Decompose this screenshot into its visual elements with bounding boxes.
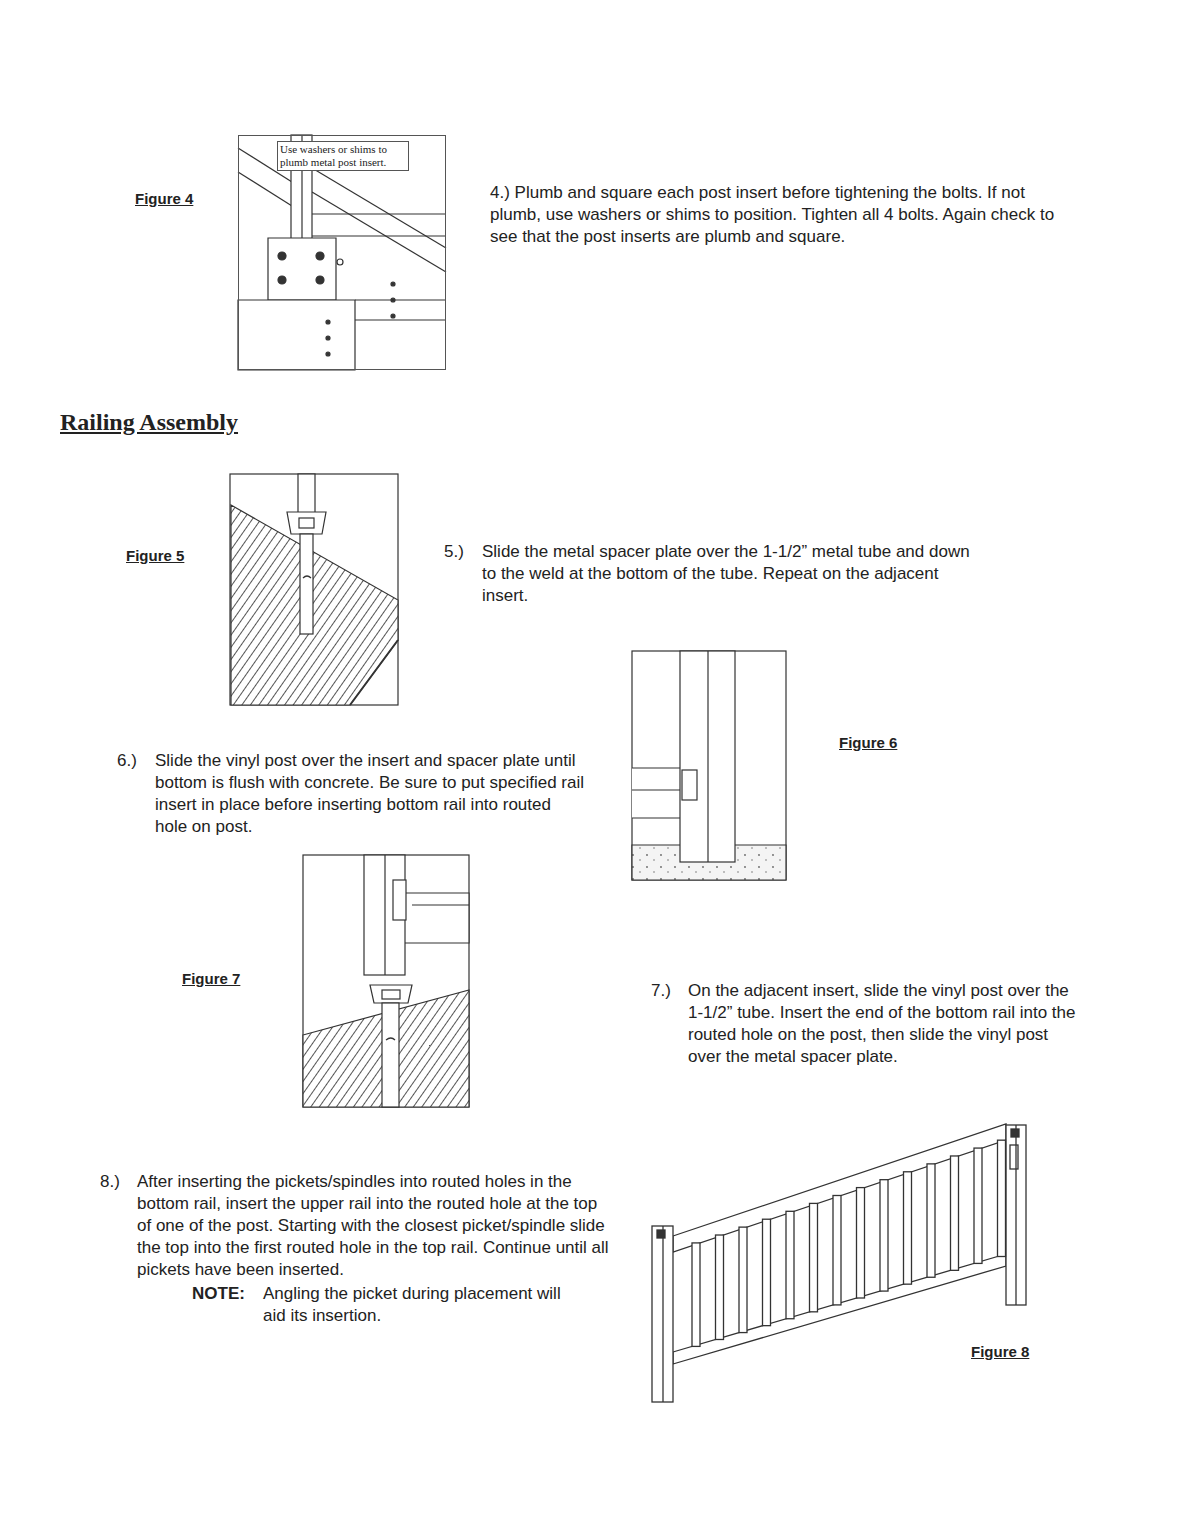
figure-4-drawing-part	[312, 168, 446, 248]
picket	[927, 1164, 935, 1277]
figure-4-drawing-part	[312, 235, 446, 236]
picket	[739, 1227, 747, 1332]
figure-7-drawing-part	[384, 855, 385, 975]
figure-4-drawing-part	[355, 299, 446, 300]
figure-6-drawing	[632, 651, 786, 880]
figure-5-drawing-part	[303, 576, 311, 578]
picket	[951, 1156, 959, 1270]
figure-7-drawing-part	[364, 855, 405, 975]
picket	[998, 1140, 1006, 1256]
figure-8-drawing-part	[652, 1226, 673, 1402]
figure-8-drawing-part	[1015, 1125, 1016, 1305]
figure-6-drawing-part	[707, 651, 708, 862]
figure-4-drawing-part	[312, 213, 446, 214]
figure-frame: Use washers or shims to plumb metal post…	[238, 135, 446, 370]
figure-4-drawing-part	[316, 252, 324, 260]
step-number: 7.)	[651, 980, 671, 1002]
figure-6-drawing-part	[632, 789, 682, 790]
figure-label: Figure 5	[126, 545, 184, 567]
figure-4-drawing-part	[337, 259, 343, 265]
figure-4-drawing-part	[238, 172, 292, 206]
figure-7-drawing-part	[303, 990, 469, 1107]
instruction-text: After inserting the pickets/spindles int…	[137, 1171, 615, 1281]
figure-8-drawing-part	[662, 1226, 663, 1402]
figure-5-drawing-part	[299, 518, 314, 528]
figure-4-drawing-part	[238, 300, 355, 370]
figure-8-drawing-part	[1006, 1125, 1026, 1305]
section-heading: Railing Assembly	[60, 408, 238, 436]
figure-4-drawing-part	[391, 282, 395, 286]
step-number: 8.)	[100, 1171, 120, 1193]
callout-note: Use washers or shims to plumb metal post…	[277, 141, 409, 171]
figure-7-drawing-part	[303, 855, 469, 1107]
picket	[786, 1211, 794, 1318]
instruction-text: On the adjacent insert, slide the vinyl …	[688, 980, 1083, 1068]
picket	[716, 1235, 724, 1339]
figure-5-drawing	[230, 474, 398, 705]
instruction-text: Slide the metal spacer plate over the 1-…	[482, 541, 987, 607]
figure-6-drawing-part	[632, 651, 786, 880]
figure-5-drawing-part	[300, 534, 313, 634]
picket	[763, 1219, 771, 1325]
figure-7-drawing-part	[386, 1038, 395, 1040]
figure-8-drawing-part	[1011, 1129, 1019, 1137]
figure-8-drawing	[652, 1124, 1026, 1402]
step-number: 5.)	[444, 541, 464, 563]
figure-7-drawing-part	[393, 880, 406, 920]
figure-7-drawing-part	[370, 985, 412, 1003]
figure-4-drawing-part	[326, 352, 330, 356]
figure-4-drawing-part	[355, 319, 446, 320]
figure-4-drawing-part	[278, 276, 286, 284]
picket	[974, 1148, 982, 1263]
figure-7-drawing-part	[382, 990, 400, 999]
figure-5-drawing-part	[350, 640, 398, 705]
figure-4-drawing-part	[268, 238, 336, 300]
figure-8-drawing-part	[657, 1230, 665, 1238]
figure-4-drawing-part	[391, 314, 395, 318]
figure-label: Figure 8	[971, 1341, 1029, 1363]
picket	[904, 1172, 912, 1284]
picket	[857, 1188, 865, 1298]
figure-4-drawing-part	[326, 336, 330, 340]
step-number: NOTE:	[192, 1283, 245, 1305]
figure-label: Figure 7	[182, 968, 240, 990]
figure-7-drawing-part	[382, 1003, 399, 1107]
figure-7-drawing-part	[405, 893, 469, 943]
instruction-text: Angling the picket during placement will…	[263, 1283, 575, 1327]
figure-7-drawing-part	[412, 904, 469, 905]
step-number: 6.)	[117, 750, 137, 772]
figure-6-drawing-part	[680, 651, 735, 862]
instruction-text: Slide the vinyl post over the insert and…	[155, 750, 587, 838]
picket	[810, 1203, 818, 1311]
figure-7-drawing	[303, 855, 469, 1107]
picket	[880, 1180, 888, 1291]
picket	[692, 1243, 700, 1346]
figure-4-drawing-part	[326, 320, 330, 324]
figure-4-drawing-part	[278, 252, 286, 260]
figure-5-drawing-part	[230, 474, 398, 705]
picket	[833, 1195, 841, 1304]
figure-5-drawing-part	[298, 474, 315, 514]
figure-4-drawing	[238, 135, 446, 370]
figure-4-drawing-part	[391, 298, 395, 302]
figure-6-drawing-part	[682, 770, 697, 800]
figure-6-drawing-part	[632, 768, 682, 818]
figure-4-drawing-part	[316, 276, 324, 284]
figure-label: Figure 4	[135, 188, 193, 210]
instruction-text: 4.) Plumb and square each post insert be…	[490, 182, 1075, 248]
figure-8-drawing-part	[1010, 1145, 1018, 1169]
figure-label: Figure 6	[839, 732, 897, 754]
figure-5-drawing-part	[287, 512, 326, 534]
figure-5-drawing-part	[231, 505, 398, 705]
